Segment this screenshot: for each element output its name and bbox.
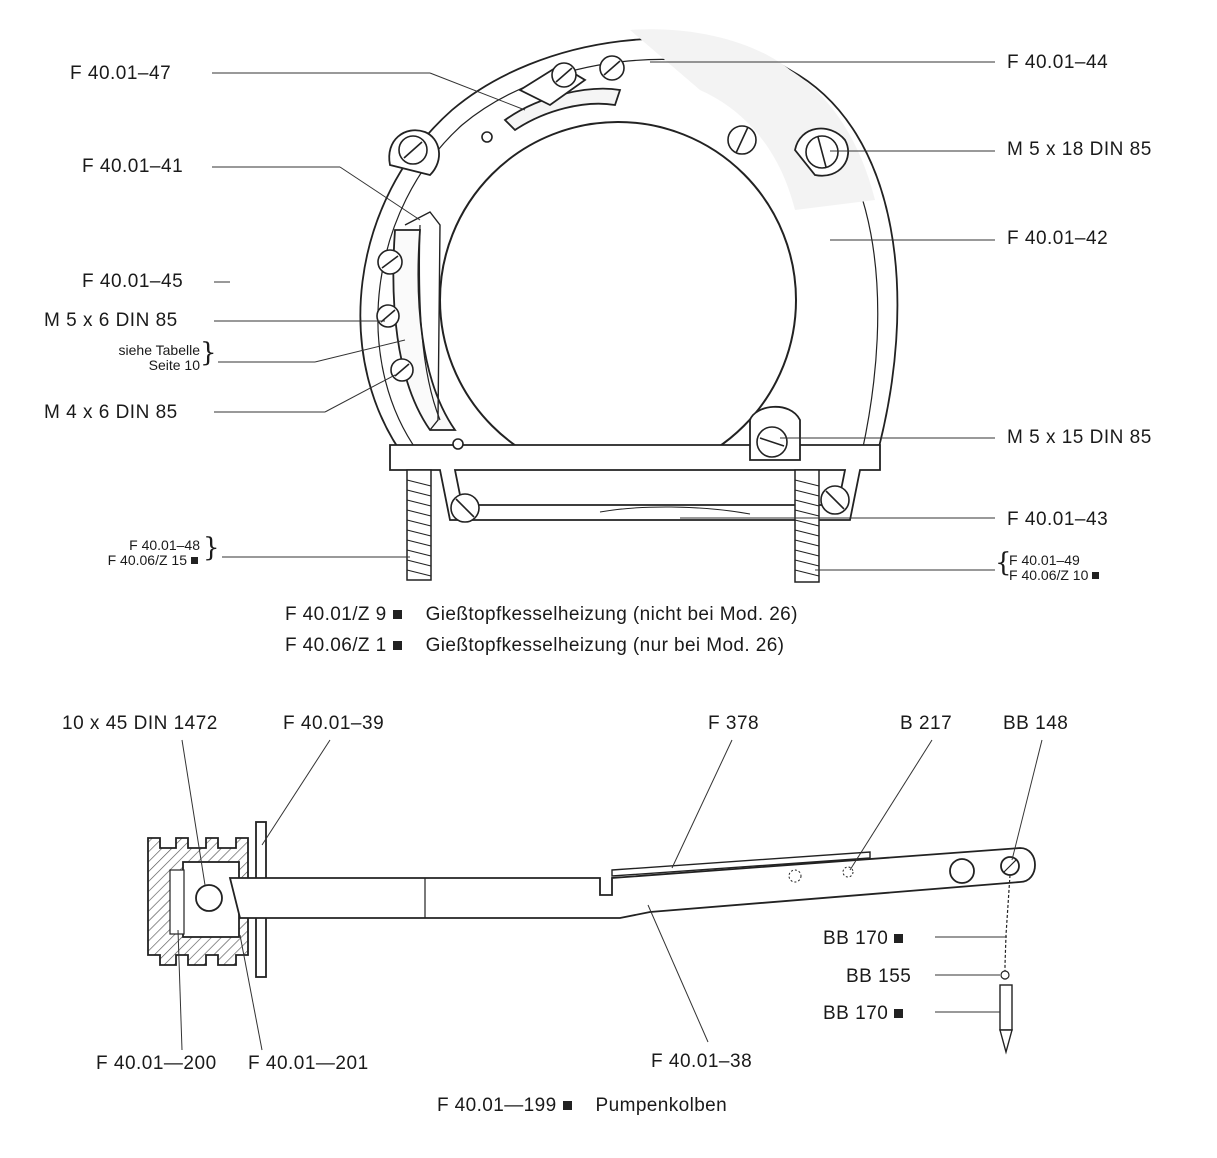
label-f-40-01-45: F 40.01–45 [82, 271, 184, 292]
label-m-5x15-din85: M 5 x 15 DIN 85 [1007, 427, 1152, 448]
label-bb-170-a-row: BB 170 [823, 928, 904, 949]
label-f-40-01-43: F 40.01–43 [1007, 509, 1109, 530]
label-b-217: B 217 [900, 713, 953, 734]
siehe-line-1: siehe Tabelle [118, 342, 200, 358]
label-bb-155: BB 155 [846, 966, 912, 987]
label-bb-170-b: BB 170 [823, 1003, 889, 1024]
label-f-40-06-z15: F 40.06/Z 15 [107, 551, 187, 568]
brace-f-48: } [203, 533, 220, 563]
label-m-4x6-din85: M 4 x 6 DIN 85 [44, 402, 178, 423]
heater-caption-line-1: F 40.01/Z 9 Gießtopfkesselheizung (nicht … [285, 604, 798, 626]
square-marker [392, 609, 402, 619]
square-marker [191, 556, 198, 564]
label-f-40-01-48: F 40.01–48 [129, 537, 200, 553]
brace-siehe: } [200, 338, 217, 368]
label-f-40-01-201: F 40.01—201 [248, 1053, 369, 1074]
pump-caption: F 40.01—199 Pumpenkolben [437, 1095, 727, 1117]
square-marker [1092, 571, 1100, 579]
label-10x45-din1472: 10 x 45 DIN 1472 [62, 713, 218, 734]
label-f-40-01-48-group: F 40.01–48 F 40.06/Z 15 [50, 538, 200, 567]
label-m-5x6-din85: M 5 x 6 DIN 85 [44, 310, 178, 331]
label-f-40-01-41: F 40.01–41 [82, 156, 184, 177]
label-bb-170-b-row: BB 170 [823, 1003, 904, 1024]
label-f-40-01-49-group: F 40.01–49 F 40.06/Z 10 [1009, 553, 1101, 582]
label-f-40-01-49: F 40.01–49 [1009, 552, 1080, 568]
label-f-40-01-44: F 40.01–44 [1007, 52, 1109, 73]
square-marker [392, 640, 402, 650]
pump-piston-drawing [147, 821, 1036, 1055]
label-siehe-tabelle: siehe Tabelle Seite 10 [60, 343, 200, 372]
label-f-40-06-z15-row: F 40.06/Z 15 [50, 551, 200, 568]
pump-caption-code: F 40.01—199 [437, 1095, 557, 1116]
caption-text-1: Gießtopfkesselheizung (nicht bei Mod. 26… [425, 604, 798, 625]
label-f-40-01-38: F 40.01–38 [651, 1051, 753, 1072]
siehe-line-2: Seite 10 [148, 356, 200, 373]
label-bb-170-a: BB 170 [823, 928, 889, 949]
label-f-40-01-47: F 40.01–47 [70, 63, 172, 84]
pump-leader-lines [177, 739, 1043, 1051]
square-marker [894, 933, 904, 943]
label-f-40-01-200: F 40.01—200 [96, 1053, 217, 1074]
label-f-40-01-39: F 40.01–39 [283, 713, 385, 734]
label-m-5x18-din85: M 5 x 18 DIN 85 [1007, 139, 1152, 160]
label-f-40-01-42: F 40.01–42 [1007, 228, 1109, 249]
caption-code-1: F 40.01/Z 9 [285, 604, 387, 625]
pump-caption-text: Pumpenkolben [595, 1095, 728, 1116]
heater-assembly-drawing [359, 29, 899, 583]
brace-f-49: { [995, 548, 1012, 578]
square-marker [562, 1100, 572, 1110]
label-f-40-06-z10-row: F 40.06/Z 10 [1009, 566, 1101, 583]
label-f-378: F 378 [708, 713, 760, 734]
caption-text-2: Gießtopfkesselheizung (nur bei Mod. 26) [425, 635, 785, 656]
heater-leader-lines [212, 61, 995, 571]
caption-code-2: F 40.06/Z 1 [285, 635, 387, 656]
heater-caption-line-2: F 40.06/Z 1 Gießtopfkesselheizung (nur be… [285, 635, 784, 657]
square-marker [894, 1008, 904, 1018]
label-f-40-06-z10: F 40.06/Z 10 [1009, 566, 1089, 583]
label-bb-148: BB 148 [1003, 713, 1069, 734]
